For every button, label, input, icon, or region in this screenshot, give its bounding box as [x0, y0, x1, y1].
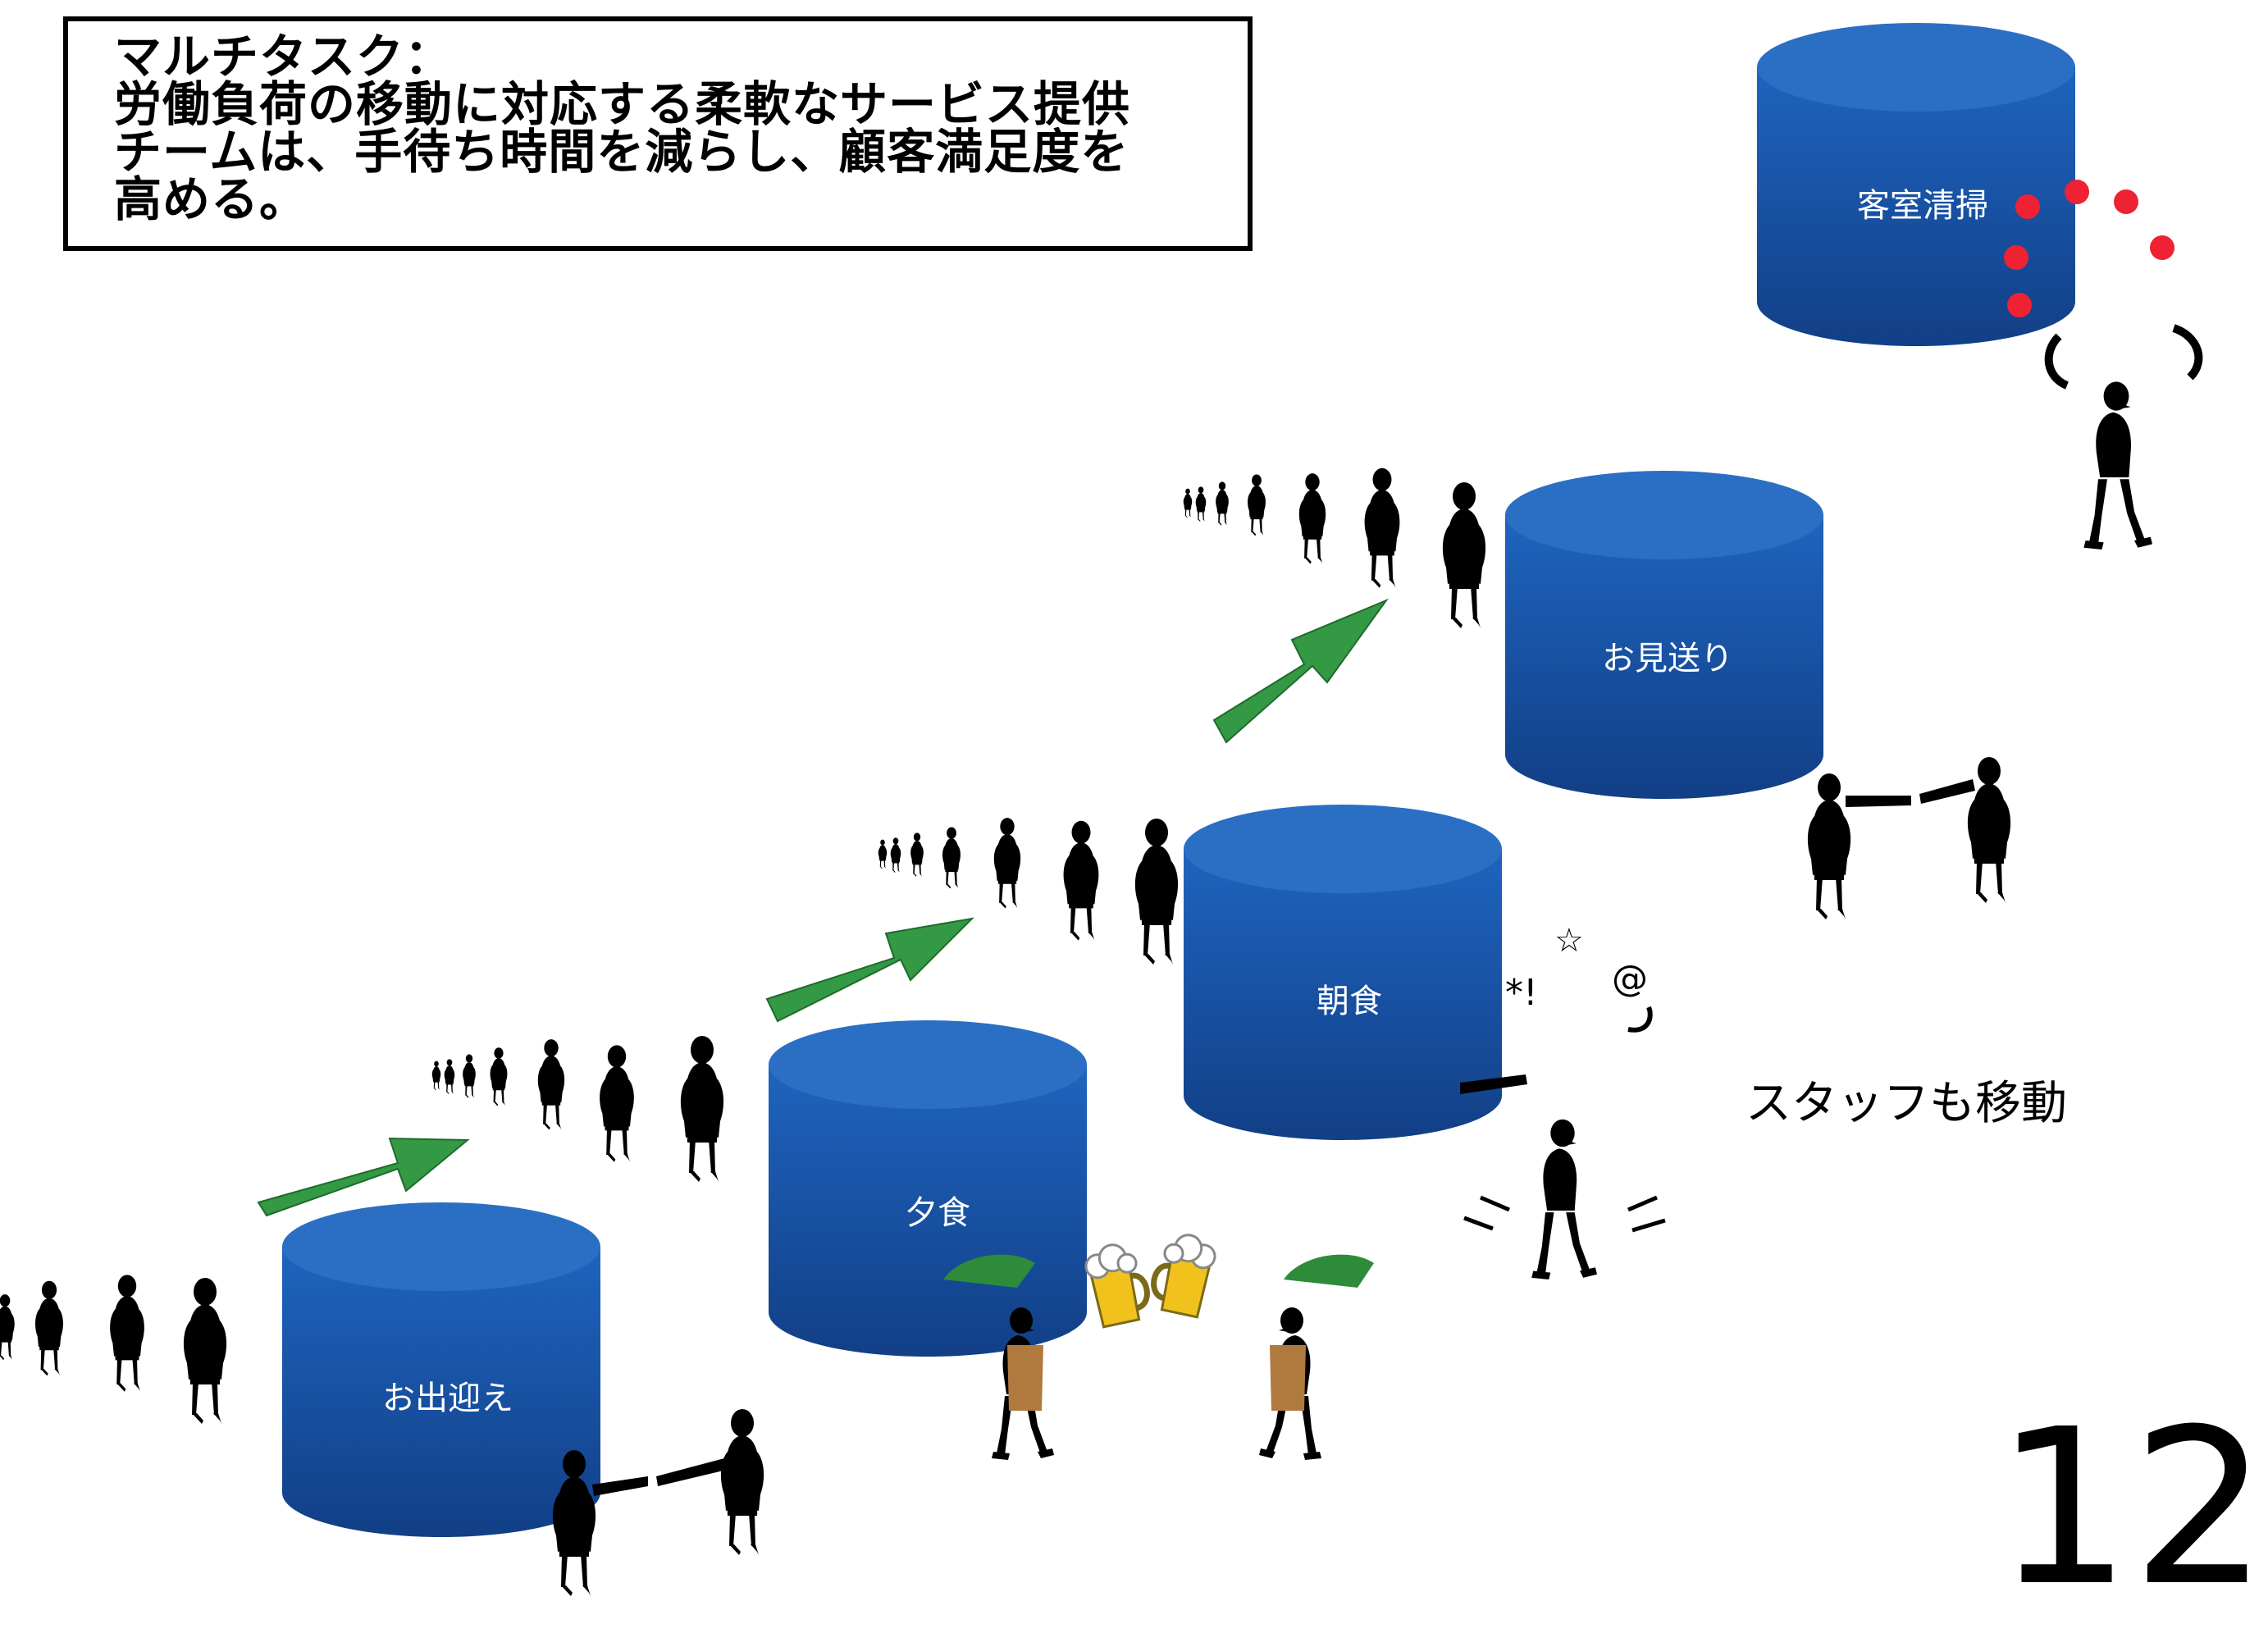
page-number: 12 — [1995, 1383, 2268, 1633]
title-line-2: 労働負荷の移動に対応する柔軟なサービス提供 — [114, 76, 1131, 132]
diagram-canvas: お出迎え 夕食 朝食 お見送り 客室清掃 — [0, 23, 2203, 1596]
stage-cylinder-3: 朝食 — [1184, 805, 1502, 1140]
juggling-ball — [2007, 293, 2032, 317]
staff-move-caption: スタッフも移動 — [1745, 1077, 2067, 1130]
stage-cylinder-1: お出迎え — [282, 1202, 600, 1537]
stage-cylinder-4: お見送り — [1505, 471, 1823, 799]
svg-text:@: @ — [1612, 958, 1648, 1000]
handshake-figures-1 — [552, 1409, 764, 1596]
green-hat-right — [1284, 1254, 1374, 1288]
juggling-ball — [2065, 180, 2089, 204]
lederhosen-right — [1270, 1345, 1306, 1411]
svg-text:*!: *! — [1505, 972, 1538, 1014]
title-line-1: マルチタスク： — [114, 29, 454, 84]
arrow-2 — [765, 917, 974, 1023]
lederhosen-left — [1007, 1345, 1043, 1411]
juggling-ball — [2114, 189, 2138, 214]
stage-label-5: 客室清掃 — [1857, 187, 1988, 225]
beer-mug-left — [1083, 1239, 1152, 1328]
juggling-ball — [2015, 194, 2040, 219]
beer-mug-right — [1148, 1229, 1218, 1318]
beer-toast-figures — [943, 1229, 1374, 1460]
juggling-ball — [2150, 235, 2174, 260]
handshake-figures-2 — [1807, 757, 2011, 919]
green-hat-left — [943, 1254, 1035, 1288]
stage-label-4: お見送り — [1602, 640, 1733, 677]
juggling-figure — [2004, 180, 2203, 550]
stage-label-1: お出迎え — [382, 1380, 513, 1417]
arrow-1 — [257, 1137, 470, 1217]
guest-queue-2 — [431, 1036, 724, 1182]
svg-text:☆: ☆ — [1554, 922, 1584, 960]
arrow-3 — [1212, 598, 1389, 744]
stage-label-2: 夕食 — [905, 1194, 970, 1232]
dizzy-figure: *! ☆ @ — [1460, 922, 1666, 1279]
guest-queue-4 — [1183, 468, 1486, 628]
stage-cylinder-2: 夕食 — [769, 1020, 1087, 1357]
juggling-ball — [2004, 245, 2028, 270]
title-line-3: チームは、手待ち時間を減らし、顧客満足度を — [114, 124, 1129, 180]
flow-arrows — [257, 598, 1389, 1217]
guest-queue-1 — [0, 1275, 227, 1424]
stage-label-3: 朝食 — [1317, 983, 1382, 1020]
stage-cylinder-5: 客室清掃 — [1757, 23, 2075, 346]
title-box: マルチタスク： 労働負荷の移動に対応する柔軟なサービス提供 チームは、手待ち時間… — [63, 16, 1253, 251]
title-line-4: 高める。 — [114, 171, 308, 227]
